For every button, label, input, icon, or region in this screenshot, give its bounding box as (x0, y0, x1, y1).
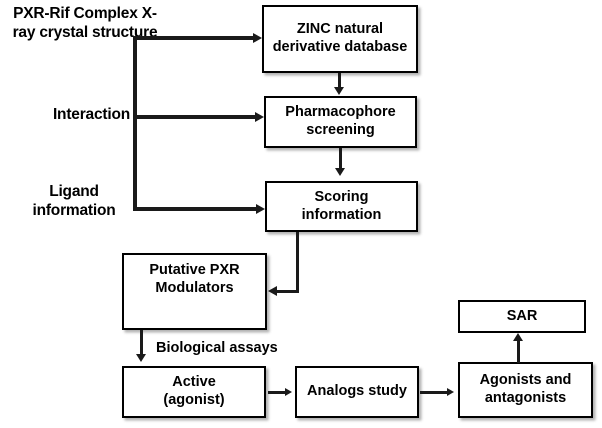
node-active-agonist[interactable]: Active (agonist) (122, 366, 266, 418)
node-pharmacophore-screening[interactable]: Pharmacophore screening (264, 96, 417, 148)
node-putative-pxr-modulators[interactable]: Putative PXR Modulators (122, 253, 267, 330)
arrowhead-putative (268, 286, 277, 296)
connector-agonists-to-sar (517, 341, 520, 363)
node-pharmacophore-screening-label: Pharmacophore screening (285, 104, 396, 138)
node-scoring-information-label: Scoring information (301, 188, 382, 223)
arrowhead-scoring (256, 204, 265, 214)
node-active-agonist-label: Active (agonist) (163, 374, 225, 408)
input-label-xray-text: PXR-Rif Complex X-ray crystal structure (12, 5, 158, 41)
node-agonists-antagonists-label: Agonists and antagonists (479, 372, 572, 406)
input-label-interaction: Interaction (20, 106, 130, 125)
node-scoring-information[interactable]: Scoring information (265, 181, 418, 232)
node-agonists-antagonists[interactable]: Agonists and antagonists (458, 362, 593, 418)
edge-label-biological-assays-text: Biological assays (156, 340, 278, 356)
arrowhead-active-to-analogs (285, 388, 292, 396)
arrowhead-zinc (253, 33, 262, 43)
connector-scoring-left (277, 290, 299, 293)
connector-trunk-to-scoring (133, 207, 258, 211)
connector-input-trunk (133, 36, 137, 211)
input-label-xray: PXR-Rif Complex X-ray crystal structure (2, 5, 168, 43)
arrowhead-pharmacophore-to-scoring (335, 168, 345, 176)
input-label-ligand-text: Ligand information (32, 183, 116, 219)
arrowhead-putative-to-active (136, 354, 146, 362)
arrowhead-pharmacophore (255, 112, 264, 122)
connector-trunk-to-zinc (133, 36, 255, 40)
input-label-ligand: Ligand information (18, 183, 130, 221)
arrowhead-agonists-to-sar (513, 333, 523, 341)
node-zinc-database-label: ZINC natural derivative database (272, 21, 408, 55)
node-sar-label: SAR (506, 307, 538, 324)
arrowhead-analogs-to-agonists (447, 388, 454, 396)
connector-analogs-to-agonists (420, 391, 448, 394)
connector-active-to-analogs (268, 391, 286, 394)
node-sar[interactable]: SAR (458, 300, 586, 333)
edge-label-biological-assays: Biological assays (156, 340, 278, 356)
connector-zinc-to-pharmacophore (338, 73, 341, 88)
node-putative-pxr-modulators-label: Putative PXR Modulators (149, 262, 240, 296)
connector-trunk-to-pharmacophore (133, 115, 257, 119)
node-analogs-study-label: Analogs study (307, 383, 407, 400)
arrowhead-zinc-to-pharmacophore (334, 87, 344, 95)
input-label-interaction-text: Interaction (52, 106, 130, 123)
connector-putative-to-active (140, 330, 143, 355)
connector-scoring-down (296, 232, 299, 292)
connector-pharmacophore-to-scoring (339, 148, 342, 169)
node-zinc-database[interactable]: ZINC natural derivative database (262, 5, 418, 73)
node-analogs-study[interactable]: Analogs study (295, 366, 419, 418)
